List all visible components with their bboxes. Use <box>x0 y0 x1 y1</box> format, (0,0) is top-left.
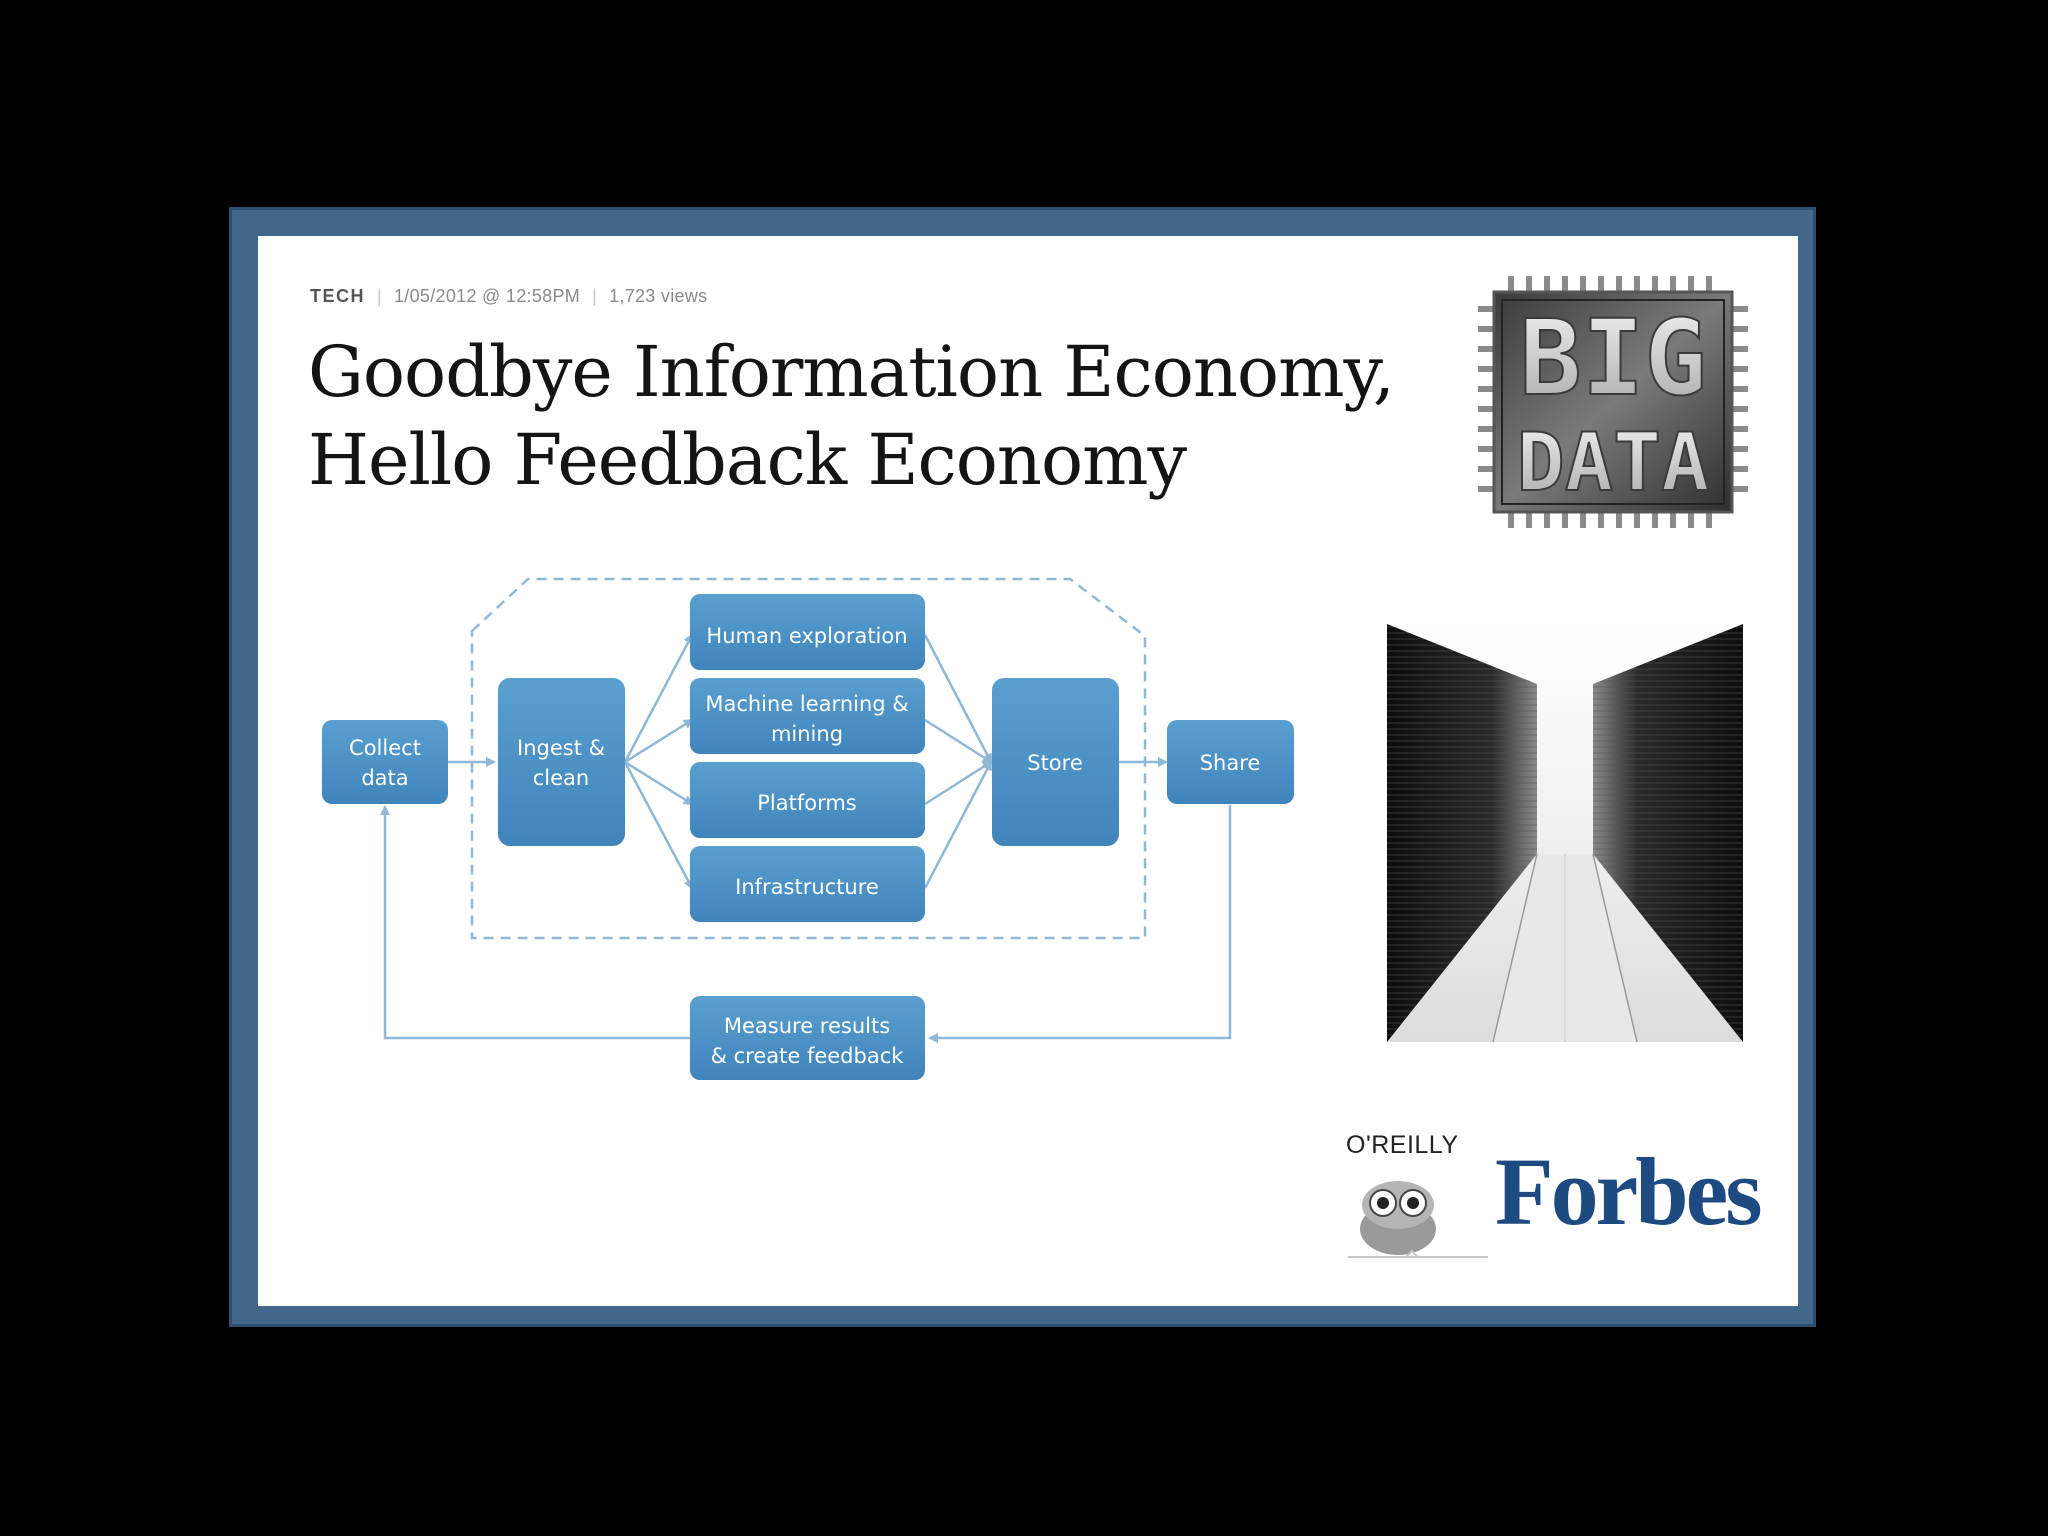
oreilly-logo: O'REILLY <box>1338 1131 1488 1263</box>
big-data-chip-logo: BIG DATA <box>1478 276 1748 528</box>
slide: TECH|1/05/2012 @ 12:58PM|1,723 views Goo… <box>258 236 1798 1306</box>
node-label: Human exploration <box>706 624 907 648</box>
data-center-photo <box>1387 624 1743 1042</box>
forbes-logo: Forbes <box>1495 1136 1760 1247</box>
node-label: & create feedback <box>711 1044 905 1068</box>
node-collect-data: Collect data <box>322 720 448 804</box>
node-label: Store <box>1027 751 1083 775</box>
node-label: Infrastructure <box>735 875 879 899</box>
node-label: Collect <box>349 736 421 760</box>
node-label: Measure results <box>724 1014 890 1038</box>
node-ingest-clean: Ingest & clean <box>498 678 625 846</box>
node-label: data <box>361 766 408 790</box>
node-share: Share <box>1167 720 1294 804</box>
node-label: Machine learning & <box>705 692 908 716</box>
node-label: mining <box>771 722 843 746</box>
node-human-exploration: Human exploration <box>690 594 925 670</box>
node-label: clean <box>533 766 589 790</box>
arrow-ingest-infrastructure <box>625 762 692 888</box>
node-machine-learning: Machine learning & mining <box>690 678 925 754</box>
node-store: Store <box>992 678 1119 846</box>
arrow-ingest-human <box>625 635 692 762</box>
svg-text:DATA: DATA <box>1517 416 1710 509</box>
node-infrastructure: Infrastructure <box>690 846 925 922</box>
arrow-infrastructure-store <box>925 762 991 888</box>
arrow-human-store <box>925 635 991 762</box>
node-measure-results: Measure results & create feedback <box>690 996 925 1080</box>
node-label: Share <box>1200 751 1261 775</box>
node-label: Ingest & <box>517 736 605 760</box>
oreilly-wordmark: O'REILLY <box>1346 1131 1459 1160</box>
node-label: Platforms <box>757 791 857 815</box>
tarsier-icon <box>1338 1157 1488 1263</box>
svg-text:BIG: BIG <box>1519 297 1707 419</box>
node-platforms: Platforms <box>690 762 925 838</box>
